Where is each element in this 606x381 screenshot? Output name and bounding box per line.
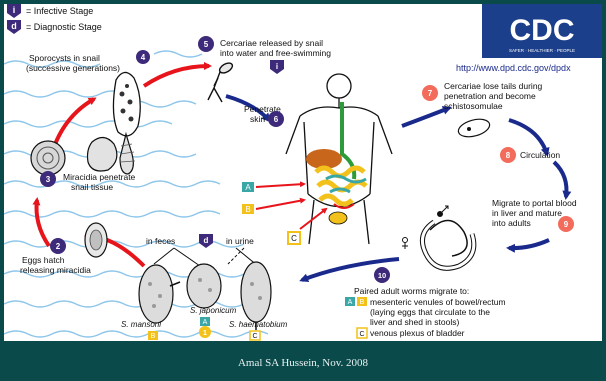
stage-1-number: 1 <box>203 330 207 337</box>
slide-footer: Amal SA Hussein, Nov. 2008 <box>0 345 606 381</box>
lifecycle-diagram: i = Infective Stage d = Diagnostic Stage… <box>4 4 602 341</box>
stage-7-line1: Cercariae lose tails during <box>444 81 543 91</box>
japonicum-egg-icon <box>187 264 221 308</box>
stage-2-line2: releasing miracidia <box>20 265 91 275</box>
stage-4: Sporocysts in snail (successive generati… <box>26 50 150 136</box>
haematobium-name: S. haematobium <box>229 320 288 329</box>
sporocyst-icon <box>113 72 140 135</box>
stage-10-line1: Paired adult worms migrate to: <box>354 286 469 296</box>
legend-infective-badge: i <box>13 5 16 15</box>
cdc-logo: CDC SAFER · HEALTHIER · PEOPLE <box>482 4 602 58</box>
stage-8-label: Circulation <box>520 150 560 160</box>
stage-3-line1: Miracidia penetrate <box>63 172 136 182</box>
stage-6-line2: skin <box>250 114 265 124</box>
stage-2: 2 Eggs hatch releasing miracidia <box>20 223 107 275</box>
haematobium-tag-label: C <box>252 333 257 340</box>
stage-3-line2: snail tissue <box>71 182 113 192</box>
japonicum-name: S. japonicum <box>190 306 237 315</box>
stage-1-in-feces: in feces <box>146 236 175 246</box>
adult-tag-b-label: B <box>360 299 365 306</box>
legend-diagnostic-badge: d <box>11 21 17 31</box>
stage-6: Penetrate skin 6 <box>244 104 284 127</box>
arrow-8-to-9 <box>554 162 567 197</box>
stage-3-number: 3 <box>46 175 51 184</box>
japonicum-tag-label: A <box>203 319 208 326</box>
body-intestine <box>316 168 366 204</box>
stage-10-line5: venous plexus of bladder <box>370 328 465 338</box>
ramshorn-snail-icon <box>31 141 65 175</box>
body-tag-b-label: B <box>245 205 250 214</box>
stage-4-number: 4 <box>141 53 146 62</box>
body-tags: A B C <box>242 182 326 244</box>
adult-tag-a-label: A <box>348 299 353 306</box>
cdc-url: http://www.dpd.cdc.gov/dpdx <box>456 63 571 73</box>
schistosomulum-icon <box>456 116 491 140</box>
legend-diagnostic-label: = Diagnostic Stage <box>26 22 102 32</box>
stage-3: 3 Miracidia penetrate snail tissue <box>31 134 136 192</box>
stage-4-line1: Sporocysts in snail <box>29 53 100 63</box>
stage-5-infective-badge-label: i <box>276 62 278 71</box>
stage-7-line2: penetration and become <box>444 91 536 101</box>
stage-10-line3: (laying eggs that circulate to the <box>370 307 490 317</box>
stage-10-line4: liver and shed in stools) <box>370 317 459 327</box>
stage-5-line2: into water and free-swimming <box>220 48 331 58</box>
human-body <box>286 74 392 244</box>
mansoni-name: S. mansoni <box>121 320 161 329</box>
stage-10: 10 Paired adult worms migrate to: A B me… <box>345 267 506 338</box>
arrow-9-to-10 <box>509 240 549 248</box>
arrow-2-to-3 <box>37 200 50 246</box>
stage-5-line1: Cercariae released by snail <box>220 38 323 48</box>
adult-tag-c-label: C <box>359 331 364 338</box>
stage-9-line2: in liver and mature <box>492 208 562 218</box>
stage-1-diagnostic-badge-label: d <box>204 236 209 245</box>
stage-9-number: 9 <box>564 220 569 229</box>
stage-1: in feces d in urine S. japonicum S. mans… <box>121 234 288 340</box>
stage-7-number: 7 <box>428 89 433 98</box>
stage-5: 5 Cercariae released by snail into water… <box>198 36 331 102</box>
body-head <box>327 74 351 98</box>
arrow-6-to-7 <box>402 108 449 126</box>
mansoni-egg-icon <box>139 265 173 323</box>
body-tag-a-label: A <box>245 183 251 192</box>
stage-9-line3: into adults <box>492 218 531 228</box>
mansoni-tag-label: B <box>151 333 156 340</box>
stage-4-line2: (successive generations) <box>26 63 120 73</box>
adult-worms-icon <box>402 206 474 268</box>
stage-8: 8 Circulation <box>500 147 560 163</box>
cdc-logo-tagline: SAFER · HEALTHIER · PEOPLE <box>509 48 575 53</box>
stage-2-line1: Eggs hatch <box>22 255 65 265</box>
round-snail-icon <box>88 137 117 171</box>
stage-10-number: 10 <box>378 271 386 280</box>
haematobium-egg-icon <box>241 262 271 322</box>
arrow-4-to-5 <box>144 66 209 86</box>
stage-9-line1: Migrate to portal blood <box>492 198 577 208</box>
body-tag-c-label: C <box>291 234 297 243</box>
stage-2-number: 2 <box>56 242 61 251</box>
lifecycle-slide: i = Infective Stage d = Diagnostic Stage… <box>4 4 602 341</box>
legend: i = Infective Stage d = Diagnostic Stage <box>7 4 102 34</box>
stage-9: Migrate to portal blood in liver and mat… <box>492 198 577 232</box>
stage-10-line2: mesenteric venules of bowel/rectum <box>370 297 506 307</box>
stage-7-line3: schistosomulae <box>444 101 503 111</box>
stage-5-number: 5 <box>204 40 209 49</box>
stage-1-in-urine: in urine <box>226 236 254 246</box>
legend-infective-label: = Infective Stage <box>26 6 93 16</box>
stage-8-number: 8 <box>506 151 511 160</box>
cdc-logo-text: CDC <box>510 14 575 47</box>
body-bladder <box>329 212 347 224</box>
stage-6-number: 6 <box>274 115 279 124</box>
arrow-7-to-8 <box>509 120 547 154</box>
